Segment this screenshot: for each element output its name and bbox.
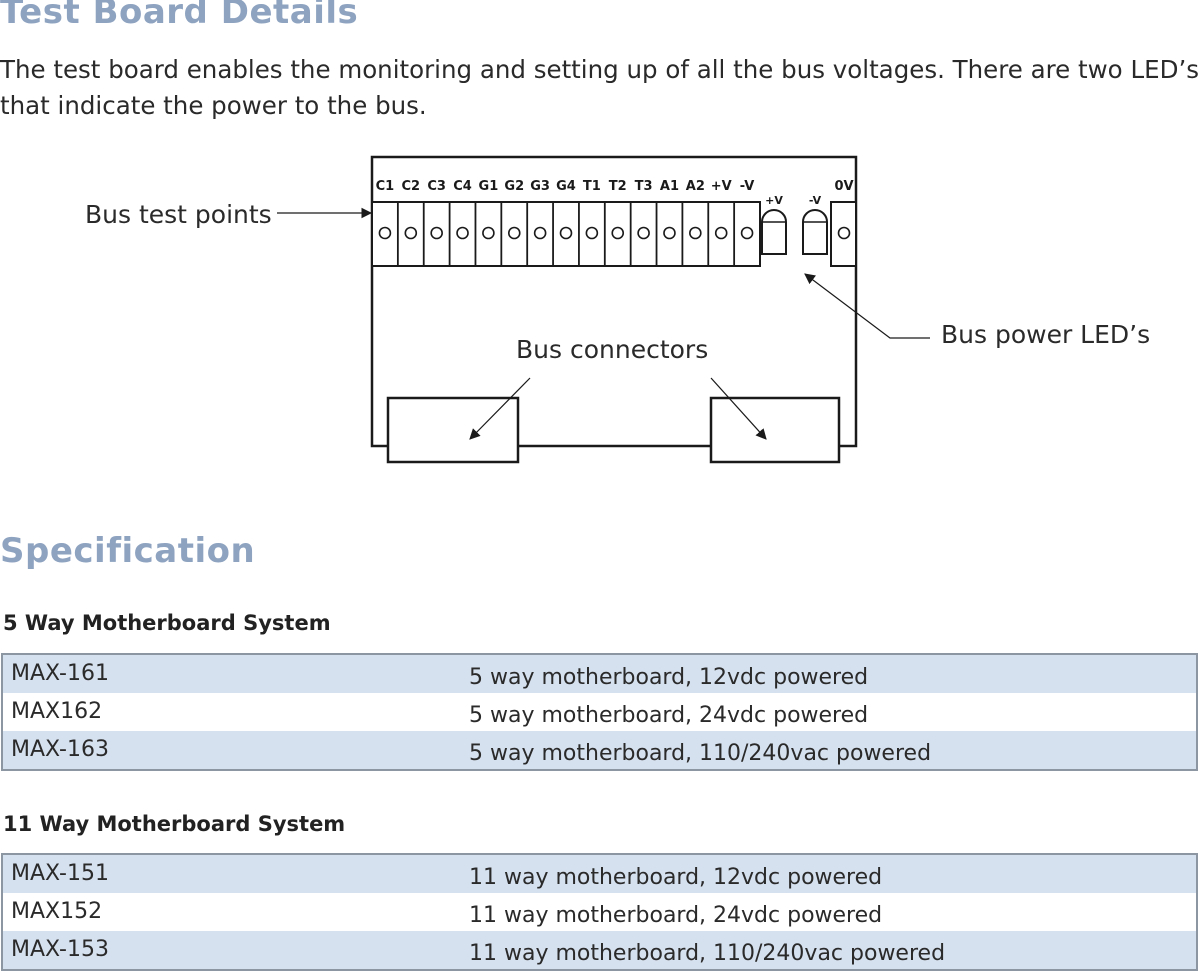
terminal-hole: [404, 226, 418, 240]
terminal-hole: [430, 226, 443, 240]
terminal-hole: [533, 226, 547, 240]
terminal-hole: [637, 226, 650, 240]
model-code: MAX-153: [11, 937, 109, 962]
model-description: 11 way motherboard, 110/240vac powered: [469, 941, 946, 966]
bus-connector-right: [709, 396, 841, 464]
specification-title: Specification: [0, 531, 256, 571]
pin-label: T2: [609, 179, 627, 194]
terminal-hole: [482, 226, 495, 240]
pin-label: C3: [427, 179, 446, 194]
pin-label: G4: [556, 179, 576, 194]
terminal-hole: [585, 226, 599, 240]
model-code: MAX162: [11, 699, 103, 724]
pin-label: T3: [635, 179, 653, 194]
pin-label: -V: [740, 179, 755, 194]
five-way-spec-table: MAX-161 5 way motherboard, 12vdc powered…: [1, 653, 1198, 771]
terminal-hole: [740, 226, 754, 240]
zero-v-terminal-hole: [837, 226, 851, 240]
terminal-hole: [559, 226, 573, 240]
table-row: MAX-161 5 way motherboard, 12vdc powered: [3, 655, 1196, 693]
callout-arrow-connector-right: [710, 377, 767, 440]
model-description: 11 way motherboard, 12vdc powered: [469, 865, 883, 890]
pin-label: T1: [583, 179, 601, 194]
model-description: 5 way motherboard, 110/240vac powered: [469, 741, 932, 766]
eleven-way-spec-table: MAX-151 11 way motherboard, 12vdc powere…: [1, 853, 1198, 971]
pin-label: C1: [376, 179, 395, 194]
table-row: MAX-153 11 way motherboard, 110/240vac p…: [3, 931, 1196, 969]
model-description: 5 way motherboard, 24vdc powered: [469, 703, 869, 728]
table-row: MAX162 5 way motherboard, 24vdc powered: [3, 693, 1196, 731]
table-row: MAX-151 11 way motherboard, 12vdc powere…: [3, 855, 1196, 893]
pin-label: G3: [530, 179, 550, 194]
pin-label: A1: [660, 179, 679, 194]
callout-bus-test-points: Bus test points: [85, 200, 272, 229]
pin-label: C2: [402, 179, 421, 194]
model-code: MAX-151: [11, 861, 109, 886]
terminal-hole: [689, 226, 702, 240]
model-description: 5 way motherboard, 12vdc powered: [469, 665, 869, 690]
intro-paragraph: The test board enables the monitoring an…: [0, 55, 1199, 120]
led-minus-label: -V: [809, 194, 822, 207]
led-plus-label: +V: [765, 194, 783, 207]
terminal-hole: [611, 226, 625, 240]
table-row: MAX-163 5 way motherboard, 110/240vac po…: [3, 731, 1196, 769]
led-minus: [802, 209, 828, 255]
pin-label: C4: [453, 179, 472, 194]
terminal-hole: [507, 226, 521, 240]
callout-arrow-connector-left: [469, 377, 531, 440]
bus-connector-left: [386, 396, 520, 464]
callout-bus-power-leds: Bus power LED’s: [941, 320, 1150, 349]
callout-arrow-leds: [804, 273, 930, 339]
pin-label: A2: [686, 179, 705, 194]
terminal-hole: [378, 226, 392, 240]
terminal-hole: [714, 226, 728, 240]
pin-label: G1: [479, 179, 499, 194]
zero-v-label: 0V: [834, 179, 853, 194]
eleven-way-heading: 11 Way Motherboard System: [3, 812, 346, 836]
pin-label: +V: [711, 179, 732, 194]
model-description: 11 way motherboard, 24vdc powered: [469, 903, 883, 928]
pin-labels: C1 C2 C3 C4 G1 G2 G3 G4 T1 T2 T3 A1 A2 +V -V: [376, 179, 755, 194]
board-outline: [370, 155, 858, 448]
five-way-heading: 5 Way Motherboard System: [3, 611, 331, 635]
page-title: Test Board Details: [0, 0, 359, 32]
terminal-hole: [663, 226, 676, 240]
model-code: MAX152: [11, 899, 103, 924]
model-code: MAX-161: [11, 661, 109, 686]
model-code: MAX-163: [11, 737, 109, 762]
table-row: MAX152 11 way motherboard, 24vdc powered: [3, 893, 1196, 931]
callout-bus-connectors: Bus connectors: [516, 335, 708, 364]
led-plus: [761, 209, 787, 255]
terminal-hole: [456, 226, 469, 240]
terminal-blocks: [378, 202, 754, 266]
pin-label: G2: [504, 179, 524, 194]
